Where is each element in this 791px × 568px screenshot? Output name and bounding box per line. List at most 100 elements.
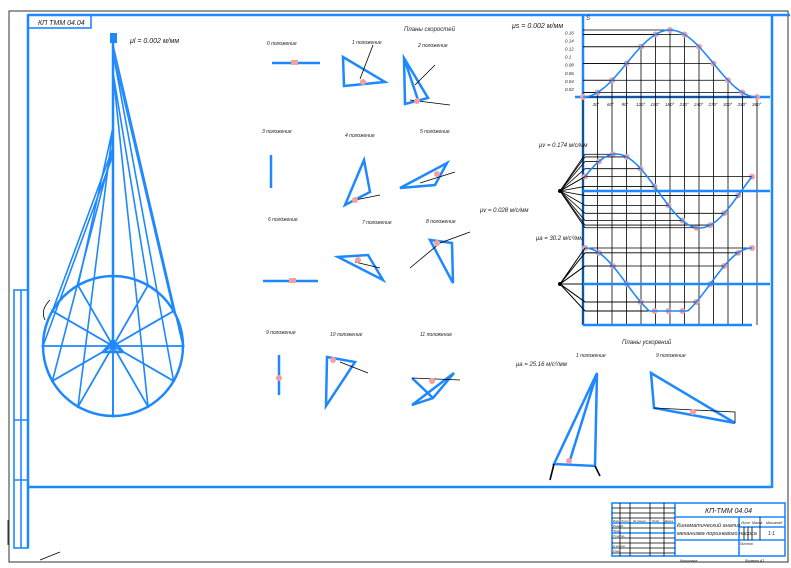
row-label: Утв.	[613, 549, 620, 553]
x-tick-label: 210°	[679, 102, 690, 107]
connecting-rod	[42, 154, 114, 347]
y-tick-label: 0.02	[565, 87, 574, 92]
mass-label: Масса	[752, 521, 762, 525]
position-label: 4 положение	[345, 133, 375, 139]
crank-point	[172, 379, 176, 383]
position-label: 1 положение	[352, 40, 382, 46]
velocity-curve	[584, 153, 753, 229]
velocity-plans: Планы скоростей 0 положение 1 положение …	[262, 26, 528, 411]
x-tick-label: 30°	[593, 102, 600, 107]
crank-point	[111, 414, 115, 418]
velocity-ray	[559, 168, 586, 192]
position-label: 9 положение	[656, 353, 686, 359]
connecting-rod	[112, 72, 149, 286]
x-tick-label: 90°	[622, 102, 629, 107]
scale-mechanism-label: μl = 0.002 м/мм	[129, 38, 179, 45]
connecting-rod	[112, 52, 175, 382]
scale-velocity-plans: μv = 0.028 м/с/мм	[479, 208, 528, 214]
velocity-ray	[559, 190, 586, 226]
position-label: 3 положение	[262, 129, 292, 135]
acceleration-plans: Планы ускорений μa = 25.16 м/с²/мм 1 пол…	[515, 339, 736, 481]
connecting-rod	[77, 127, 114, 407]
position-label: 6 положение	[268, 217, 298, 223]
kinematic-diagrams: 0.020.040.060.080.10.120.140.1630°60°90°…	[558, 16, 770, 327]
position-label: 8 положение	[426, 219, 456, 225]
velocity-ray	[559, 161, 586, 192]
format-label: Формат А3	[745, 559, 764, 563]
col-label: Лист	[620, 519, 629, 523]
velocity-ray	[559, 156, 586, 192]
velocity-ray	[559, 190, 586, 221]
velocity-ray	[559, 190, 586, 206]
velocity-ray	[559, 190, 586, 196]
inner-frame	[26, 13, 790, 548]
crank-position	[51, 310, 175, 382]
col-label: № докум.	[633, 519, 646, 523]
scale-acceleration-plans: μa = 25.16 м/с²/мм	[515, 362, 567, 368]
acceleration-curve	[584, 247, 753, 312]
connecting-rod	[51, 147, 114, 382]
drawing-name-1: Кинематический анализ	[677, 522, 741, 529]
position-label: 0 положение	[267, 41, 297, 47]
stamp-text: КП ТММ 04.04	[38, 20, 85, 27]
acceleration-ray	[559, 283, 586, 312]
side-stamp-lines	[14, 290, 28, 548]
x-tick-label: 240°	[693, 102, 704, 107]
col-label: Подп.	[652, 519, 660, 523]
chart-axes-lower	[583, 189, 770, 327]
row-label: Изм.	[613, 519, 620, 523]
rotation-arrow	[42, 299, 51, 321]
row-label: Н.контр.	[613, 544, 626, 548]
slider-block	[110, 33, 117, 43]
drawing-name-2: механизма поршневого насоса	[677, 531, 757, 537]
y-tick-label: 0.06	[565, 71, 574, 76]
velocity-plans-title: Планы скоростей	[404, 26, 456, 33]
col-label: Дата	[664, 519, 673, 523]
y-tick-label: 0.1	[565, 55, 572, 60]
scale-acceleration-label: μa = 30.2 м/с²/мм	[535, 236, 583, 242]
drawing-code: КП-ТММ 04.04	[705, 508, 752, 515]
sheets-label: Листов	[739, 542, 753, 546]
y-tick-label: 0.16	[565, 30, 574, 35]
acceleration-ray	[559, 252, 586, 285]
stamp-box	[27, 14, 92, 29]
velocity-ray	[559, 186, 586, 192]
axis-s-label: S	[586, 16, 590, 22]
y-tick-label: 0.08	[565, 63, 574, 68]
title-block: КП-ТММ 04.04 Кинематический анализ механ…	[611, 502, 786, 563]
crank-point	[41, 344, 45, 348]
y-tick-label: 0.14	[565, 38, 574, 43]
acceleration-ray	[559, 283, 586, 303]
position-label: 2 положение	[417, 43, 448, 49]
x-tick-label: 270°	[708, 102, 719, 107]
position-label: 5 положение	[420, 129, 450, 135]
sheet-label: Лист	[740, 521, 750, 525]
scale-velocity-label: μv = 0.174 м/с/мм	[538, 143, 587, 149]
y-tick-label: 0.04	[565, 79, 574, 84]
acceleration-ray	[559, 265, 586, 285]
row-label: Пров.	[613, 529, 621, 533]
position-label: 7 положение	[362, 220, 392, 226]
crank-point	[76, 405, 80, 409]
row-label: Т.контр.	[613, 534, 625, 538]
pole-velocity	[558, 189, 562, 193]
position-label: 11 положение	[420, 332, 452, 338]
position-label: 10 положение	[330, 332, 363, 338]
axis-marker	[7, 520, 61, 561]
connecting-rod	[112, 52, 175, 312]
x-tick-label: 60°	[607, 102, 614, 107]
scale-displacement-label: μs = 0.002 м/мм	[511, 23, 563, 30]
position-label: 1 положение	[576, 353, 606, 359]
crank-point	[50, 379, 54, 383]
row-label: Разраб.	[613, 524, 624, 528]
velocity-ray	[559, 190, 586, 214]
position-label: 9 положение	[266, 330, 296, 336]
scale-label: Масштаб	[766, 521, 783, 525]
acceleration-ray	[559, 247, 586, 285]
scale-value: 1:1	[768, 531, 775, 537]
outer-border	[8, 10, 789, 563]
connecting-rod	[112, 72, 149, 407]
acceleration-plans-title: Планы ускорений	[622, 339, 672, 346]
copied-label: Копировал	[680, 559, 697, 563]
